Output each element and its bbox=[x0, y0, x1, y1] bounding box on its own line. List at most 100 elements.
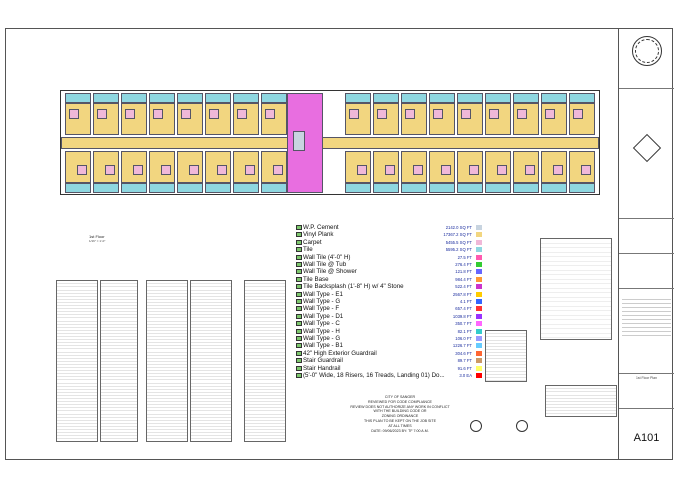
title-block-divider bbox=[619, 253, 674, 254]
unit-bedroom bbox=[525, 165, 535, 175]
legend-quantity: 91.6 FT bbox=[457, 365, 472, 371]
unit-type-table bbox=[485, 330, 527, 382]
legend-quantity: 2567.8 FT bbox=[452, 291, 472, 297]
title-block-divider bbox=[619, 373, 674, 374]
legend-quantity: 1226.7 FT bbox=[452, 343, 472, 349]
unit-living bbox=[401, 103, 427, 135]
legend-color-chip bbox=[476, 306, 482, 312]
legend-label: (5'-0" Wide, 18 Risers, 16 Treads, Landi… bbox=[303, 372, 445, 379]
legend-label: Stair Guardrail bbox=[303, 357, 343, 365]
legend-quantity: 657.4 FT bbox=[455, 306, 472, 312]
legend-quantity: 522.4 FT bbox=[455, 284, 472, 290]
legend-label: Stair Handrail bbox=[303, 364, 341, 372]
legend-row: Wall Type - E1 2567.8 FT bbox=[296, 291, 489, 298]
legend-swatch-icon bbox=[296, 239, 302, 245]
stamp-line: THIS PLAN TO BE KEPT ON THE JOB SITE bbox=[363, 418, 437, 423]
stamp-line: WITH THE BUILDING CODE OR bbox=[373, 409, 427, 414]
unit-bath bbox=[569, 93, 595, 103]
legend-label: Wall Tile @ Tub bbox=[303, 261, 347, 268]
unit-bath bbox=[541, 183, 567, 193]
legend-swatch-icon bbox=[296, 328, 302, 334]
architect-seal-icon bbox=[632, 36, 662, 66]
unit-bedroom bbox=[469, 165, 479, 175]
room-schedule-table bbox=[244, 280, 286, 442]
unit-bedroom bbox=[461, 109, 471, 119]
legend-quantity: 89.7 FT bbox=[457, 358, 472, 364]
sheet-number: A101 bbox=[633, 432, 660, 444]
revision-table bbox=[622, 296, 671, 336]
unit-bedroom bbox=[181, 109, 191, 119]
legend-row: Stair Handrail 91.6 FT bbox=[296, 365, 489, 372]
unit-bath bbox=[401, 183, 427, 193]
legend-color-chip bbox=[476, 299, 482, 304]
legend-row: Wall Type - F 657.4 FT bbox=[296, 305, 489, 312]
legend-row: Wall Tile (4'-0" H)27.5 FT bbox=[296, 254, 489, 261]
legend-swatch-icon bbox=[296, 358, 302, 364]
unit-bath bbox=[65, 183, 91, 193]
legend-color-chip bbox=[476, 336, 482, 341]
unit-living bbox=[541, 103, 567, 135]
legend-swatch-icon bbox=[296, 373, 302, 378]
legend-label: Wall Type - E1 bbox=[303, 290, 343, 298]
unit-bath bbox=[513, 93, 539, 103]
legend-color-chip bbox=[476, 232, 482, 238]
unit-bath bbox=[177, 183, 203, 193]
plan-title: 1st Floor bbox=[89, 234, 105, 239]
legend-quantity: 2142.0 SQ FT bbox=[445, 225, 472, 230]
floor-plan bbox=[60, 90, 600, 195]
legend-label: Wall Type - F bbox=[303, 305, 340, 313]
unit-bedroom bbox=[69, 109, 79, 119]
stamp-line: REVIEW DOES NOT AUTHORIZE ANY WORK IN CO… bbox=[350, 404, 450, 409]
unit-living bbox=[485, 103, 511, 135]
unit-bath bbox=[485, 93, 511, 103]
unit-bedroom bbox=[517, 109, 527, 119]
legend-color-chip bbox=[476, 284, 482, 290]
legend-quantity: 82.1 FT bbox=[457, 328, 472, 334]
legend-quantity: 1039.8 FT bbox=[452, 313, 472, 319]
stamp-line: CITY OF SANGER bbox=[384, 395, 416, 399]
legend-label: Wall Type - D1 bbox=[303, 312, 344, 320]
seal-ring-icon bbox=[635, 39, 659, 63]
legend-label: Wall Type - G bbox=[303, 298, 341, 305]
legend-swatch-icon bbox=[296, 336, 302, 341]
legend-swatch-icon bbox=[296, 232, 302, 238]
legend-quantity: 276.4 FT bbox=[455, 262, 472, 267]
legend-swatch-icon bbox=[296, 291, 302, 297]
legend-color-chip bbox=[476, 247, 482, 253]
legend-quantity: 4.1 FT bbox=[459, 299, 472, 304]
legend-color-chip bbox=[476, 291, 482, 297]
unit-bedroom bbox=[189, 165, 199, 175]
unit-bedroom bbox=[581, 165, 591, 175]
legend-quantity: 106.0 FT bbox=[455, 336, 472, 341]
unit-bedroom bbox=[77, 165, 87, 175]
title-block-divider bbox=[619, 88, 674, 89]
legend-quantity: 984.4 FT bbox=[455, 276, 472, 282]
legend-row: Wall Type - G 4.1 FT bbox=[296, 298, 489, 305]
legend-swatch-icon bbox=[296, 269, 302, 275]
unit-bedroom bbox=[265, 109, 275, 119]
legend-quantity: 5455.5 SQ FT bbox=[445, 239, 472, 245]
legend-label: Wall Tile @ Shower bbox=[303, 268, 357, 276]
unit-bath bbox=[205, 183, 231, 193]
room-schedule-table bbox=[146, 280, 188, 442]
room-schedule-table bbox=[100, 280, 138, 442]
room-legend-list bbox=[540, 238, 612, 340]
legend-color-chip bbox=[476, 262, 482, 267]
plan-scale: 1/16" = 1'-0" bbox=[89, 239, 106, 243]
unit-bedroom bbox=[385, 165, 395, 175]
unit-bath bbox=[93, 183, 119, 193]
legend-color-chip bbox=[476, 225, 482, 230]
corridor bbox=[61, 137, 599, 149]
unit-bedroom bbox=[161, 165, 171, 175]
legend-swatch-icon bbox=[296, 343, 302, 349]
